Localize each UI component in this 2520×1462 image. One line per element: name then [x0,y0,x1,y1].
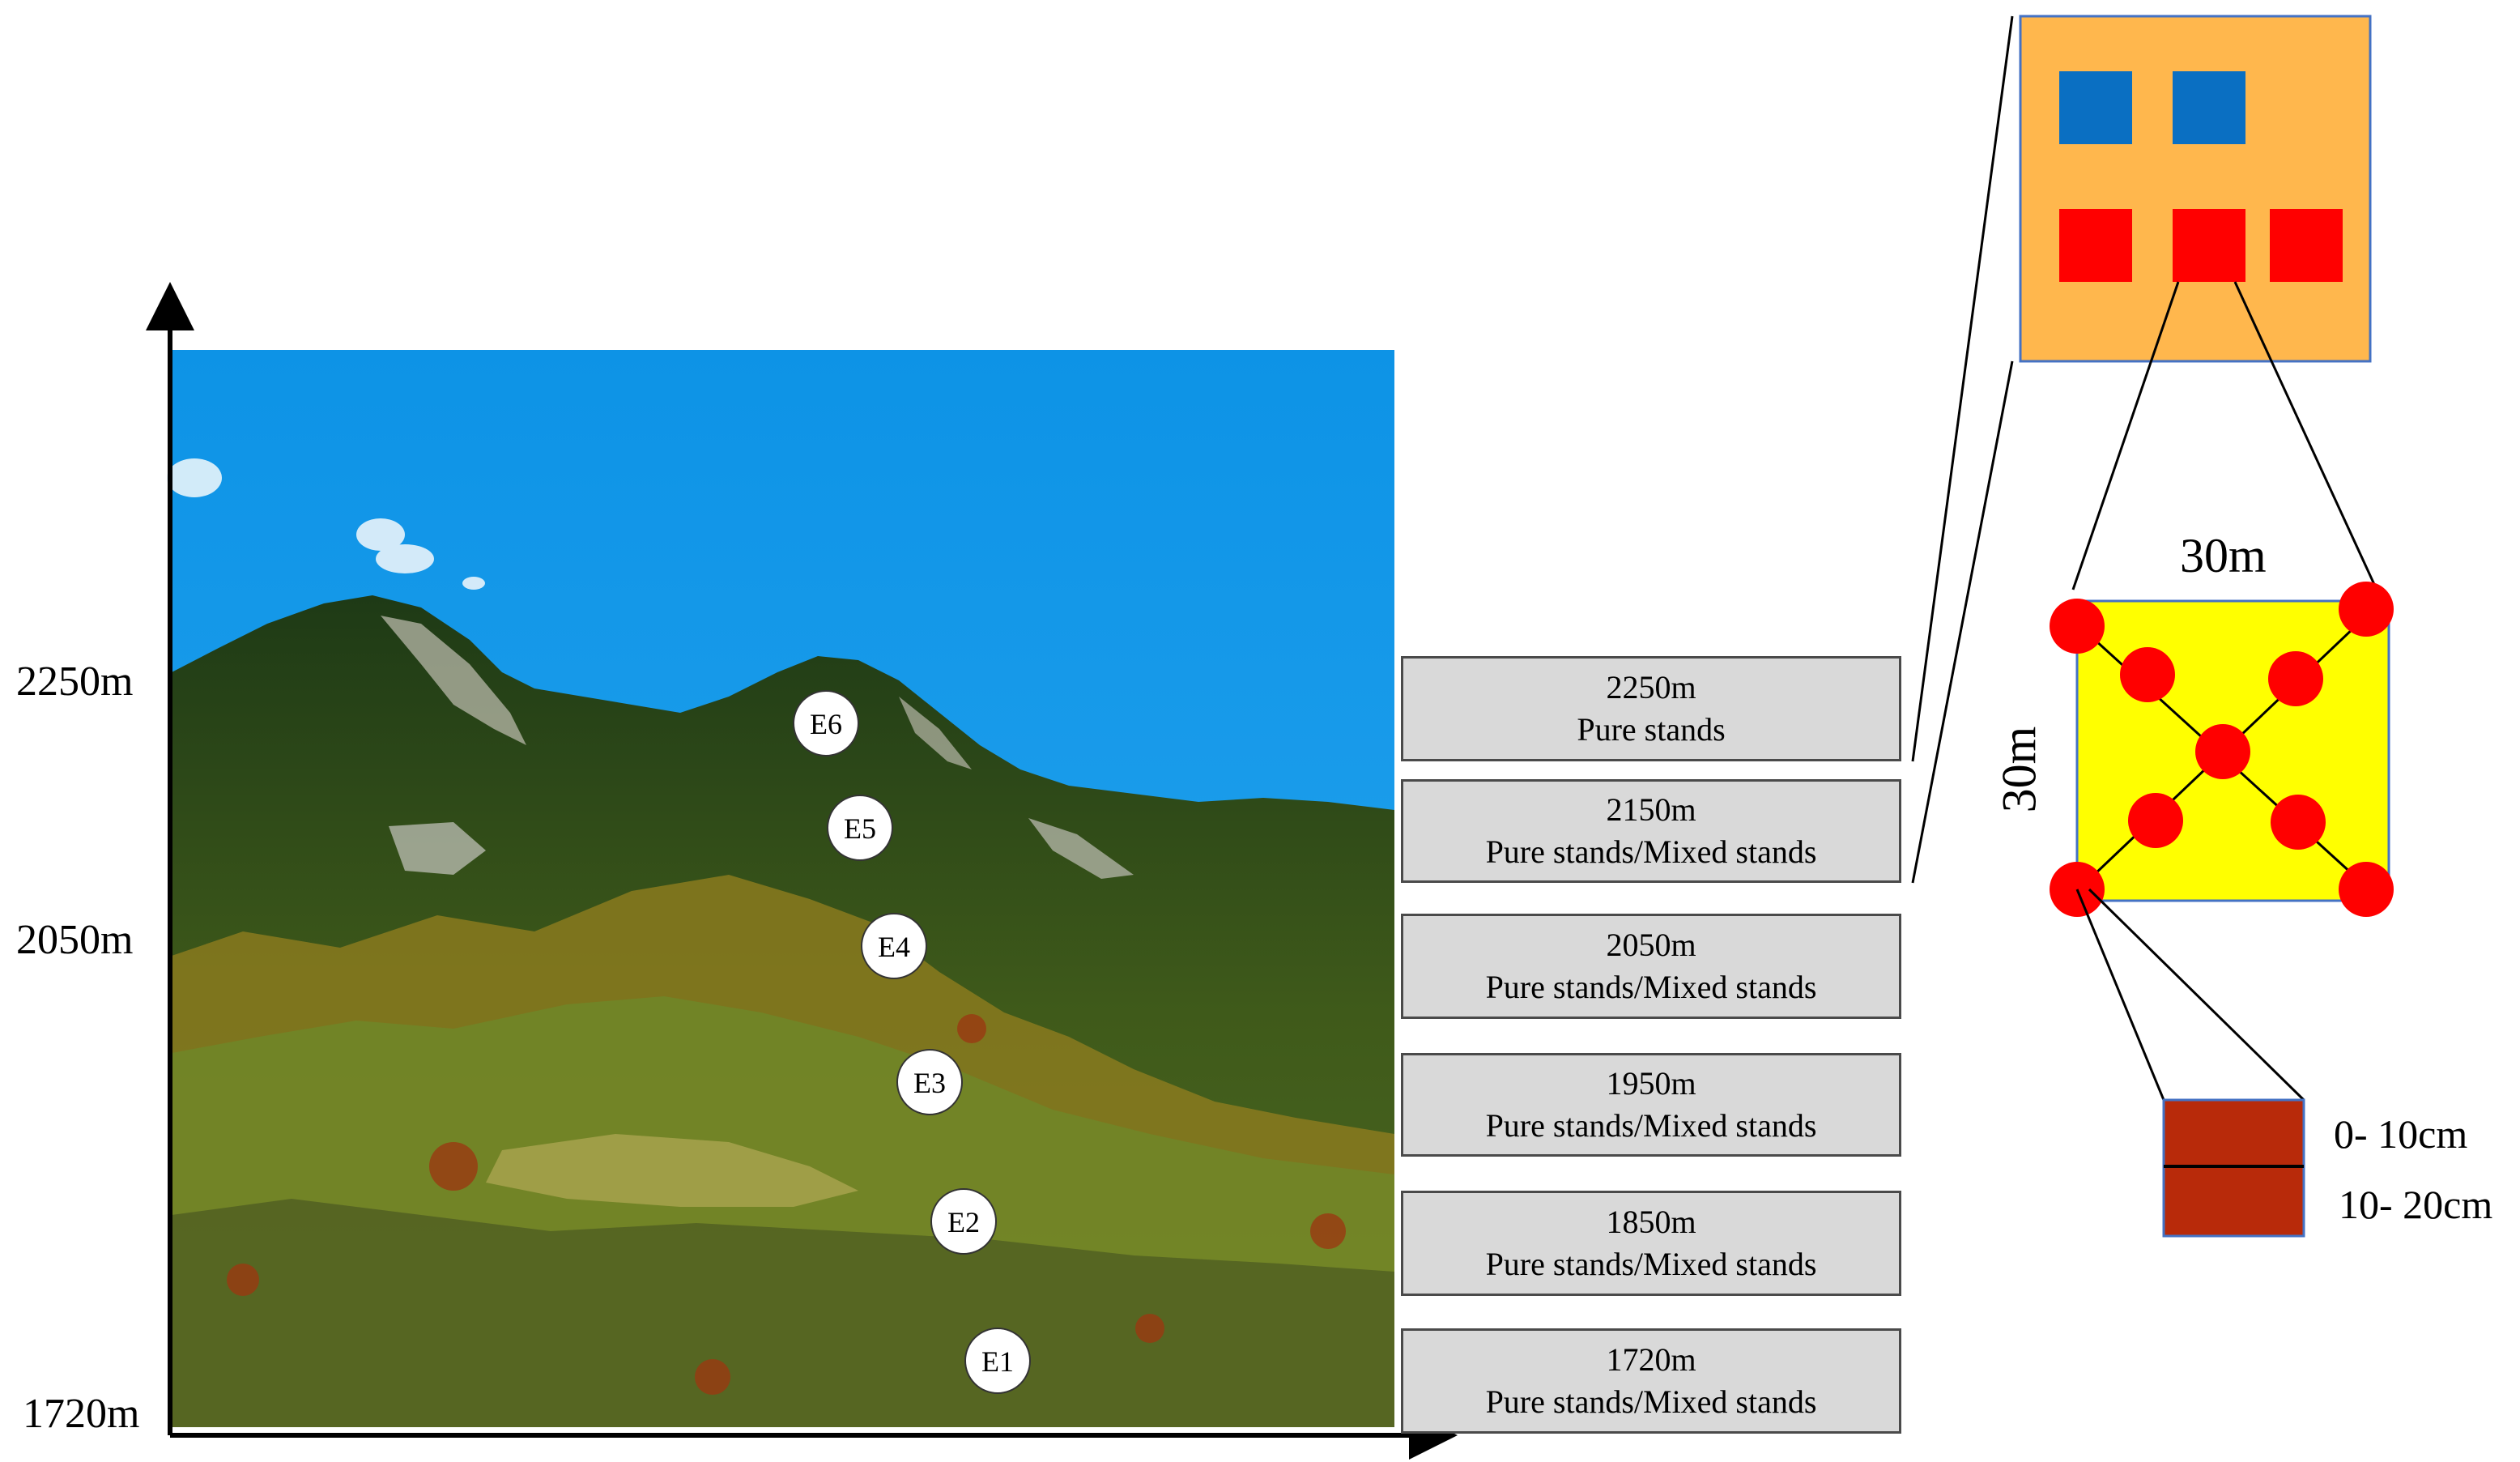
band-stand-type: Pure stands/Mixed stands [1485,833,1817,870]
red-plot-square [2173,209,2245,282]
elevation-band: 2150m Pure stands/Mixed stands [1401,779,1901,883]
soil-layer-top [2162,1098,2305,1168]
soil-depth-label: 10- 20cm [2339,1182,2493,1227]
site-marker-e6: E6 [793,690,859,757]
blue-plot-square [2059,71,2132,144]
cloud [167,458,485,590]
quadrat-width-label: 30m [2180,529,2267,582]
band-elevation: 2250m [1606,669,1696,705]
sampling-point [2271,795,2326,850]
elevation-tick-label: 2050m [16,917,134,963]
autumn-foliage [172,1199,1394,1427]
band-elevation: 1850m [1606,1204,1696,1240]
connector-line [2088,888,2305,1102]
site-marker-circle [861,913,927,979]
band-stand-type: Pure stands/Mixed stands [1485,1107,1817,1144]
plot-group-area [2019,15,2372,363]
band-stand-type: Pure stands [1577,711,1726,748]
site-marker-label: E4 [878,931,910,963]
site-marker-e2: E2 [930,1188,997,1255]
sampling-point [2128,793,2183,848]
red-foliage [227,1014,1346,1395]
sampling-points [2050,582,2394,917]
elevation-tick-label: 1720m [23,1391,140,1437]
connector-line [1911,360,2014,884]
rock-patch [899,697,972,769]
site-marker-label: E3 [913,1067,946,1099]
elevation-band: 2250m Pure stands [1401,656,1901,761]
rock-patch [381,616,526,745]
elevation-band: 1950m Pure stands/Mixed stands [1401,1053,1901,1157]
rock-patch [1028,818,1134,879]
site-marker-label: E5 [844,812,876,845]
band-stand-type: Pure stands/Mixed stands [1485,969,1817,1005]
band-stand-type: Pure stands/Mixed stands [1485,1246,1817,1282]
soil-core [2162,1098,2305,1238]
red-plot-square [2270,209,2343,282]
sampling-point [2339,862,2394,917]
site-marker-circle [964,1328,1031,1394]
site-marker-label: E1 [981,1345,1014,1378]
red-plot-square [2059,209,2132,282]
blue-plot-square [2173,71,2245,144]
elevation-band: 1720m Pure stands/Mixed stands [1401,1328,1901,1434]
site-marker-circle [896,1049,963,1115]
sampling-point [2339,582,2394,637]
site-marker-circle [930,1188,997,1255]
site-markers: E1 E2 E3 E4 E5 E6 [793,690,1031,1394]
site-marker-label: E6 [810,708,842,740]
connector-line [2233,281,2378,590]
site-marker-e3: E3 [896,1049,963,1115]
elevation-tick-label: 2250m [16,659,134,705]
sampling-point [2268,651,2323,706]
sampling-point [2050,599,2105,654]
site-marker-e5: E5 [827,795,893,861]
site-marker-circle [827,795,893,861]
connector-line [2071,281,2180,590]
elevation-band: 1850m Pure stands/Mixed stands [1401,1191,1901,1296]
soil-depth-label: 0- 10cm [2334,1111,2468,1157]
meadow [486,1134,858,1207]
mountain-photo [167,350,1394,1427]
site-marker-label: E2 [947,1206,980,1238]
quadrat-plot [2050,582,2394,917]
band-elevation: 2050m [1606,927,1696,963]
site-marker-e4: E4 [861,913,927,979]
band-elevation: 1950m [1606,1065,1696,1102]
band-elevation: 2150m [1606,791,1696,828]
band-stand-type: Pure stands/Mixed stands [1485,1383,1817,1420]
band-elevation: 1720m [1606,1341,1696,1378]
sampling-point [2195,724,2250,779]
elevation-band: 2050m Pure stands/Mixed stands [1401,914,1901,1019]
connector-line [2075,889,2165,1101]
site-marker-e1: E1 [964,1328,1031,1394]
connector-line [1911,15,2014,762]
soil-layer-bottom [2162,1165,2305,1238]
sampling-point [2120,647,2175,702]
quadrat-height-label: 30m [1992,726,2046,813]
plot-group-panel [2019,15,2372,363]
site-marker-circle [793,690,859,757]
rock-patch [389,822,486,875]
